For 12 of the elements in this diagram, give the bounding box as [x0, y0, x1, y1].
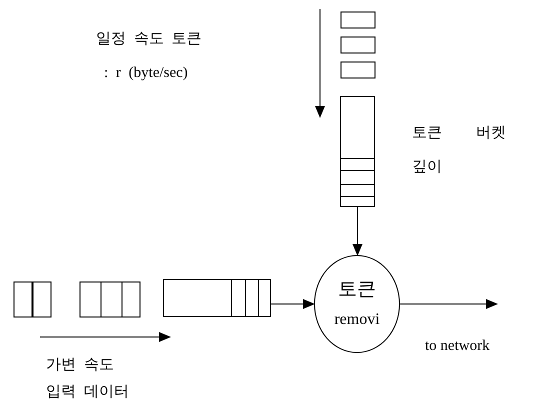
node-caption: 토큰 버켓 깊이 [412, 124, 507, 177]
caption-text: 가변 속도 [46, 356, 114, 375]
node-text: 토큰 [338, 278, 376, 302]
token-bucket [340, 96, 375, 207]
arrow [270, 299, 315, 309]
arrow [400, 299, 498, 309]
arrow [352, 206, 362, 256]
input-queue [163, 279, 271, 317]
node-text: removi [334, 310, 380, 330]
caption-text: 입력 데이터 [46, 383, 129, 402]
caption-text: : r (byte/sec) [104, 64, 188, 83]
caption-text: 일정 속도 토큰 [96, 30, 202, 49]
